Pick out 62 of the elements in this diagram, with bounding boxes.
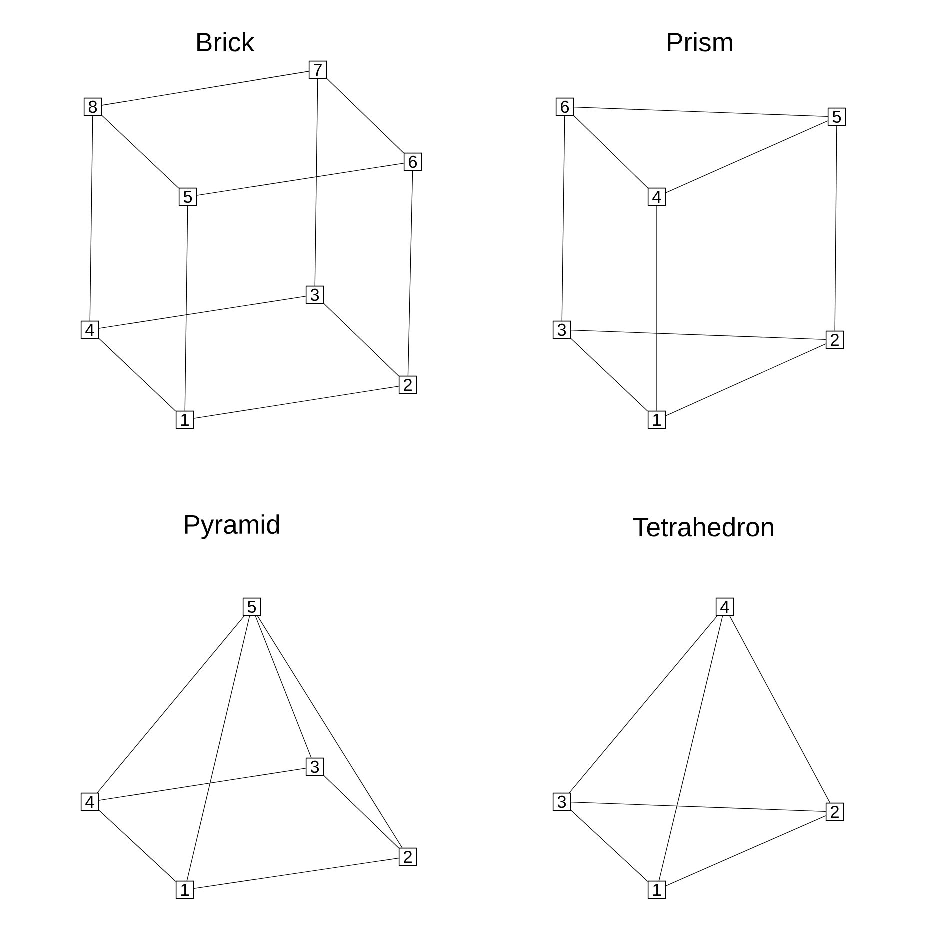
vertex-box: 3 xyxy=(552,320,572,340)
panel-title: Tetrahedron xyxy=(633,517,774,537)
edge-line xyxy=(834,126,838,332)
vertex-box: 4 xyxy=(80,792,100,812)
panel-title: Prism xyxy=(668,32,732,52)
vertex-box: 5 xyxy=(828,108,846,126)
vertex-box: 2 xyxy=(826,802,844,822)
vertex-box: 6 xyxy=(556,98,574,116)
vertex-box: 3 xyxy=(306,758,324,776)
edge-line xyxy=(257,616,403,848)
vertex-box: 2 xyxy=(398,376,418,394)
edge-line xyxy=(658,616,724,882)
edge-line xyxy=(102,115,180,189)
vertex-box: 3 xyxy=(306,286,324,304)
vertex-box: 3 xyxy=(552,792,572,812)
edge-line xyxy=(194,858,400,889)
vertex-box: 1 xyxy=(648,410,666,430)
edge-line xyxy=(570,338,648,412)
edge-line xyxy=(574,116,648,188)
edge-line xyxy=(98,338,176,412)
vertex-box: 1 xyxy=(648,880,666,900)
vertex-box: 4 xyxy=(80,320,100,340)
edge-line xyxy=(184,206,188,412)
edge-line xyxy=(324,775,400,849)
edge-line xyxy=(98,296,306,329)
edge-line xyxy=(98,810,176,882)
edge-line xyxy=(656,206,658,412)
edge-line xyxy=(326,78,404,154)
vertex-box: 2 xyxy=(826,330,844,350)
vertex-box: 8 xyxy=(84,98,102,116)
edge-line xyxy=(666,344,826,416)
edge-line xyxy=(408,170,414,376)
edge-line xyxy=(90,116,94,322)
edge-line xyxy=(562,116,566,322)
vertex-box: 4 xyxy=(648,188,666,206)
edge-line xyxy=(570,330,826,340)
edge-line xyxy=(666,816,826,886)
edge-line xyxy=(194,386,400,419)
vertex-box: 1 xyxy=(176,880,194,900)
edge-line xyxy=(324,303,400,377)
edge-line xyxy=(570,802,826,812)
edge-line xyxy=(569,616,718,794)
vertex-box: 4 xyxy=(716,598,734,616)
edge-line xyxy=(255,616,312,758)
edge-line xyxy=(730,616,830,804)
edge-line xyxy=(186,616,250,882)
panel-title: Brick xyxy=(198,32,255,52)
vertex-box: 5 xyxy=(242,598,262,616)
edge-line xyxy=(98,768,306,801)
edge-line xyxy=(102,71,310,106)
vertex-box: 1 xyxy=(176,410,194,430)
edge-line xyxy=(570,810,648,882)
edge-line xyxy=(666,120,828,194)
vertex-box: 7 xyxy=(308,60,328,80)
panel-title: Pyramid xyxy=(185,514,280,540)
edge-line xyxy=(314,78,318,286)
vertex-box: 6 xyxy=(404,152,422,172)
edge-line xyxy=(196,163,404,196)
edge-line xyxy=(97,616,245,794)
edge-line xyxy=(574,107,828,117)
vertex-box: 2 xyxy=(398,848,418,866)
vertex-box: 5 xyxy=(178,188,198,206)
